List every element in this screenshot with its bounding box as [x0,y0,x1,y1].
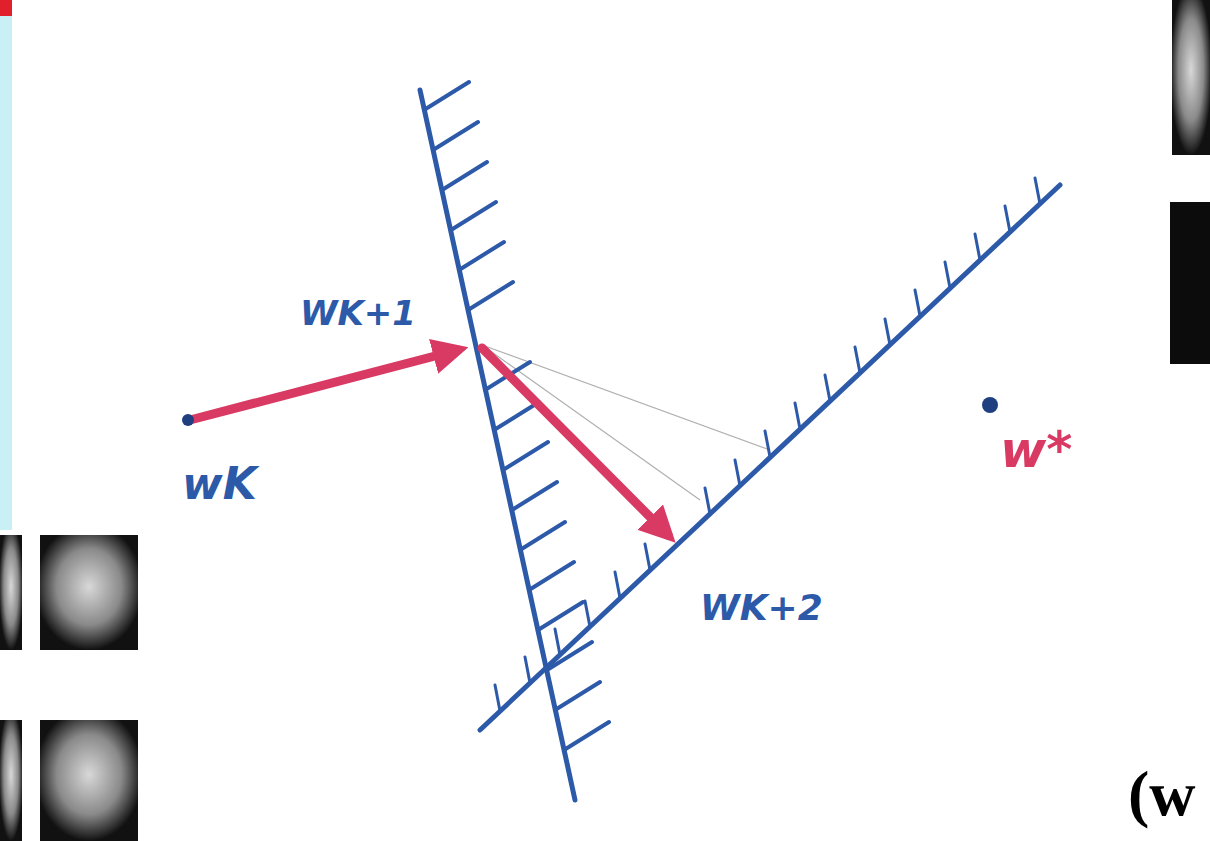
projection-arrow [190,350,458,420]
slide-corner [0,0,12,16]
face-photo [40,720,138,841]
face-photo [1172,0,1210,155]
point-label: wK [182,462,257,506]
projection-arrow [482,348,668,535]
pencil-line [482,345,770,500]
point-label: WK+2 [700,590,823,626]
point [182,414,194,426]
point [982,397,998,413]
face-photo [40,535,138,650]
point-label: WK+1 [300,296,416,330]
hatching [424,82,609,750]
face-photo [1170,202,1210,364]
slide-text: (w [1128,762,1196,826]
face-photo [0,720,22,841]
point-label: w* [1000,425,1072,475]
slide-strip [0,0,12,530]
face-photo [0,535,22,650]
